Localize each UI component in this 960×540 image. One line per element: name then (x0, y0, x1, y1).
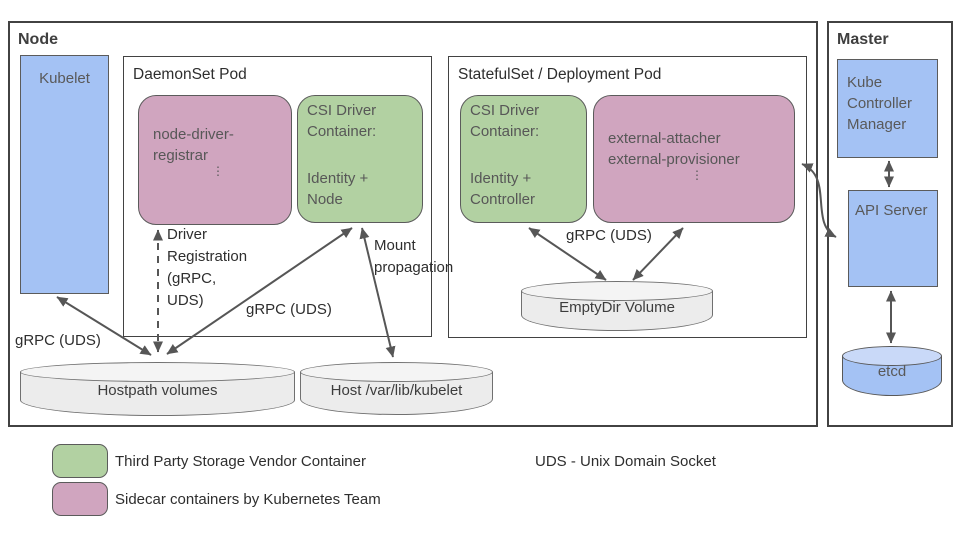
uds-note-label: UDS - Unix Domain Socket (535, 453, 716, 470)
sidecar-line2: external-provisioner (608, 151, 740, 168)
kubelet-grpc-uds-label: gRPC (UDS) (15, 332, 101, 349)
host-kubelet-cylinder-top (300, 362, 493, 382)
emptydir-volume-label: EmptyDir Volume (559, 299, 675, 316)
kubelet-box: Kubelet (20, 55, 109, 294)
ds-csi-line1: CSI Driver (307, 102, 377, 119)
etcd-cylinder: etcd (842, 346, 942, 396)
sidecar-ellipsis: ⋮ (691, 168, 703, 182)
sidecar-line1: external-attacher (608, 130, 721, 147)
host-var-lib-kubelet-label: Host /var/lib/kubelet (330, 382, 463, 399)
emptydir-volume-cylinder: EmptyDir Volume (521, 281, 713, 331)
registrar-ellipsis: ⋮ (212, 164, 224, 178)
kube-controller-manager-label: Kube Controller Manager (847, 74, 913, 133)
legend-sidecar-label: Sidecar containers by Kubernetes Team (115, 491, 381, 508)
etcd-label: etcd (877, 363, 907, 380)
ds-csi-line4: Node (307, 191, 343, 208)
ss-csi-line4: Controller (470, 191, 536, 208)
host-var-lib-kubelet-cylinder: Host /var/lib/kubelet (300, 362, 493, 415)
node-section-title: Node (18, 31, 58, 48)
hostpath-cylinder-top (20, 362, 295, 382)
hostpath-volumes-cylinder: Hostpath volumes (20, 362, 295, 416)
mount-propagation-label: Mount propagation (374, 237, 454, 276)
kubelet-label: Kubelet (39, 70, 90, 87)
ds-csi-line2: Container: (307, 123, 377, 140)
registrar-line2: registrar (153, 147, 209, 164)
emptydir-cylinder-top (521, 281, 713, 301)
ds-csi-spacer (307, 142, 416, 168)
hostpath-volumes-label: Hostpath volumes (97, 382, 218, 399)
etcd-cylinder-top (842, 346, 942, 366)
daemonset-pod-title: DaemonSet Pod (133, 66, 247, 83)
ds-csi-line3: Identity + (307, 170, 369, 187)
ss-csi-spacer (470, 142, 580, 168)
registrar-line1: node-driver- (153, 126, 234, 143)
sidecar-containers-box: external-attacher external-provisioner ⋮ (593, 95, 795, 223)
ss-csi-line1: CSI Driver (470, 102, 540, 119)
statefulset-pod-title: StatefulSet / Deployment Pod (458, 66, 662, 83)
ss-csi-line2: Container: (470, 123, 540, 140)
statefulset-grpc-uds-label: gRPC (UDS) (566, 227, 652, 244)
legend-green-swatch (52, 444, 108, 478)
api-server-box: API Server (848, 190, 938, 287)
legend-third-party-label: Third Party Storage Vendor Container (115, 453, 366, 470)
ss-csi-line3: Identity + (470, 170, 532, 187)
daemonset-grpc-uds-label: gRPC (UDS) (246, 301, 332, 318)
kube-controller-manager-box: Kube Controller Manager (837, 59, 938, 158)
api-server-label: API Server (855, 202, 928, 219)
statefulset-csi-driver-box: CSI Driver Container: Identity + Control… (460, 95, 587, 223)
node-driver-registrar-box: node-driver- registrar ⋮ (138, 95, 292, 225)
daemonset-csi-driver-box: CSI Driver Container: Identity + Node (297, 95, 423, 223)
master-section-title: Master (837, 31, 889, 48)
legend-pink-swatch (52, 482, 108, 516)
